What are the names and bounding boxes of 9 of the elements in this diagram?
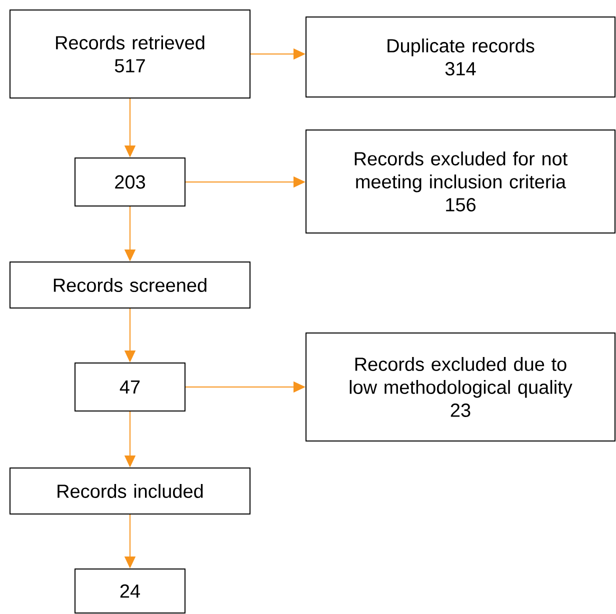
process-box: Records excluded for not meeting inclusion criteria 156	[306, 130, 616, 234]
process-box: Records screened	[10, 262, 250, 308]
process-box: 24	[74, 568, 186, 614]
process-box: Records excluded due to low methodological quality 23	[306, 332, 616, 442]
process-box: Records retrieved 517	[10, 10, 250, 98]
process-box: Records included	[10, 468, 250, 514]
process-box: Duplicate records 314	[306, 16, 616, 98]
process-box: 203	[74, 158, 186, 206]
process-box: 47	[74, 362, 186, 412]
